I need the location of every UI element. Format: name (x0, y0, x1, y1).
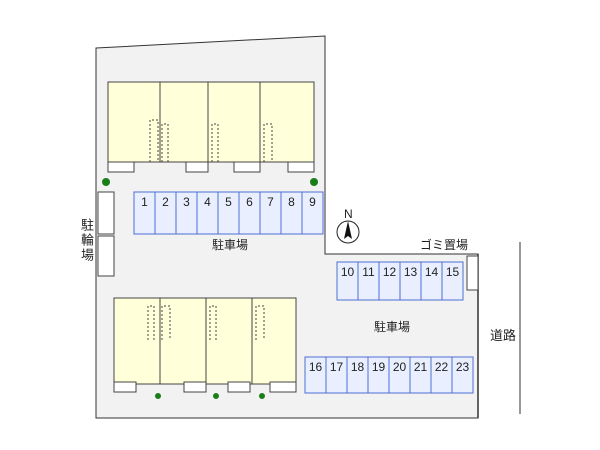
garbage-label: ゴミ置場 (420, 237, 468, 252)
parking-slot-number: 19 (372, 360, 386, 374)
tree-icon (310, 178, 318, 186)
parking-slot-number: 3 (183, 195, 190, 209)
parking-slot (301, 191, 324, 235)
parking-slot-number: 1 (141, 195, 148, 209)
parking-slot-number: 20 (393, 360, 407, 374)
parking-label-east: 駐車場 (374, 319, 410, 334)
parking-slot-number: 17 (330, 360, 344, 374)
bicycle-box-upper (97, 191, 115, 235)
parking-slot-number: 15 (446, 265, 460, 279)
garbage-box (466, 255, 479, 291)
parking-slot (441, 261, 464, 301)
parking-slot-number: 5 (225, 195, 232, 209)
parking-row-3: 16 17 18 19 20 21 22 23 (304, 356, 474, 394)
parking-slot-number: 7 (267, 195, 274, 209)
parking-slot-number: 13 (404, 265, 418, 279)
parking-slot (451, 356, 474, 394)
parking-slot-number: 8 (288, 195, 295, 209)
parking-slot-number: 21 (414, 360, 428, 374)
tree-icon (259, 393, 265, 399)
parking-slot-number: 9 (309, 195, 316, 209)
parking-slot-number: 6 (246, 195, 253, 209)
parking-slot-number: 11 (362, 265, 375, 279)
parking-slot-number: 10 (341, 265, 355, 279)
tree-icon (155, 393, 161, 399)
parking-slot-number: 12 (383, 265, 397, 279)
parking-slot-number: 2 (162, 195, 169, 209)
tree-icon (213, 393, 219, 399)
parking-label-main: 駐車場 (212, 237, 248, 252)
trees (102, 178, 318, 399)
bicycle-parking-label: 駐輪場 (78, 218, 93, 263)
parking-slot-number: 14 (425, 265, 439, 279)
parking-slot-number: 22 (435, 360, 449, 374)
road-label: 道路 (490, 329, 517, 344)
bicycle-box-lower (97, 235, 115, 277)
parking-slot-number: 23 (456, 360, 470, 374)
parking-slot-number: 4 (204, 195, 211, 209)
north-label: N (344, 207, 353, 221)
parking-slot-number: 18 (351, 360, 365, 374)
building-north (107, 81, 315, 173)
tree-icon (102, 178, 110, 186)
north-compass-icon: N (336, 207, 360, 244)
building-south (113, 297, 297, 393)
parking-slot-number: 16 (309, 360, 323, 374)
parking-row-2: 10 11 12 13 14 15 (336, 261, 464, 301)
